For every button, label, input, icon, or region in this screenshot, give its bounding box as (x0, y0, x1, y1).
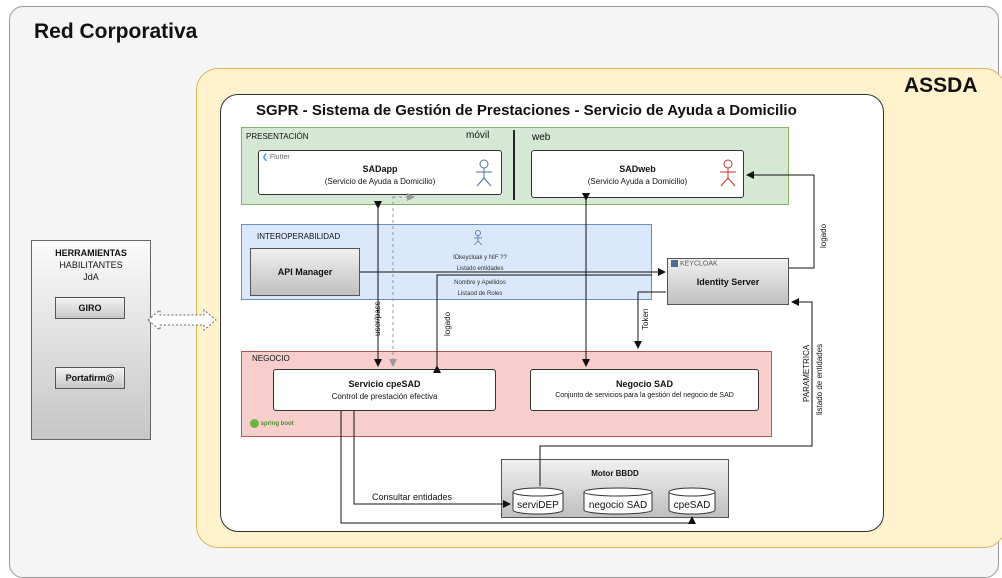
label-consultar-entidades: Consultar entidades (372, 492, 453, 502)
api-manager-label: API Manager (277, 267, 333, 277)
giro-box[interactable] (55, 297, 125, 319)
label-logado-api: logado (443, 311, 452, 336)
sadapp-subtitle: (Servicio de Ayuda a Domicilio) (324, 177, 436, 186)
tools-title-line2: HABILITANTES (59, 260, 123, 270)
mobile-web-divider (513, 130, 515, 200)
cpesad-service-box[interactable] (273, 369, 496, 411)
business-label: NEGOCIO (252, 354, 290, 363)
cpesad-title: Servicio cpeSAD (348, 379, 421, 389)
web-label: web (532, 132, 551, 143)
keycloak-logo: KEYCLOAK (671, 260, 718, 267)
corporate-network-title: Red Corporativa (34, 20, 198, 43)
spring-boot-logo: spring boot (250, 419, 294, 428)
business-sad-box[interactable] (530, 369, 759, 411)
tools-title-line3: JdA (83, 272, 99, 282)
spring-boot-text: spring boot (260, 421, 294, 428)
api-manager-box[interactable] (250, 248, 360, 296)
interop-note-1: IDkeycloak y NIF ?? (453, 255, 507, 261)
business-sad-title: Negocio SAD (615, 379, 673, 389)
sadweb-subtitle: (Servicio Ayuda a Domicilio) (587, 177, 688, 186)
sadapp-title: SADapp (362, 164, 398, 174)
presentation-label: PRESENTACIÓN (246, 132, 309, 141)
label-token: Token (641, 308, 650, 330)
tools-title-line1: HERRAMIENTAS (55, 248, 127, 258)
label-parametrica: PARAMETRICA (802, 344, 811, 402)
giro-label: GIRO (78, 303, 102, 313)
portafirma-label: Portafirm@ (65, 373, 115, 383)
label-logado-identity: logado (819, 223, 828, 248)
keycloak-text: KEYCLOAK (679, 260, 718, 268)
flutter-icon: ❮ (262, 154, 268, 161)
identity-server-label: Identity Server (696, 277, 760, 287)
mobile-label: móvil (466, 130, 490, 141)
sadapp-box[interactable] (258, 150, 502, 195)
interop-note-3: Nombre y Apellidos (454, 280, 506, 286)
keycloak-icon (671, 260, 678, 267)
db-engine-title: Motor BBDD (591, 469, 639, 478)
cpesad-subtitle: Control de prestación efectiva (331, 392, 438, 401)
interop-note-4: Listaod de Roles (457, 291, 503, 297)
sadweb-title: SADweb (619, 164, 656, 174)
interoperability-label: INTEROPERABILIDAD (257, 232, 341, 241)
flutter-logo-label: ❮ Flutter (262, 153, 290, 161)
spring-boot-icon (250, 419, 259, 428)
tools-panel (31, 240, 151, 440)
label-listado-entidades: listado de entidades (815, 343, 824, 415)
sgpr-title: SGPR - Sistema de Gestión de Prestacione… (256, 102, 797, 119)
business-sad-subtitle: Conjunto de servicios para la gestión de… (555, 392, 734, 399)
portafirma-box[interactable] (55, 367, 125, 389)
db-cpesad-label: cpeSAD (673, 500, 711, 511)
flutter-text: Flutter (269, 154, 290, 161)
db-servidep-label: serviDEP (517, 500, 559, 511)
db-negocio-sad-label: negocio SAD (588, 500, 648, 511)
sadweb-box[interactable] (531, 150, 744, 198)
label-user-pass: user/pass (373, 301, 382, 336)
assda-title: ASSDA (904, 74, 978, 97)
interop-note-2: Listado entidades (456, 266, 504, 272)
